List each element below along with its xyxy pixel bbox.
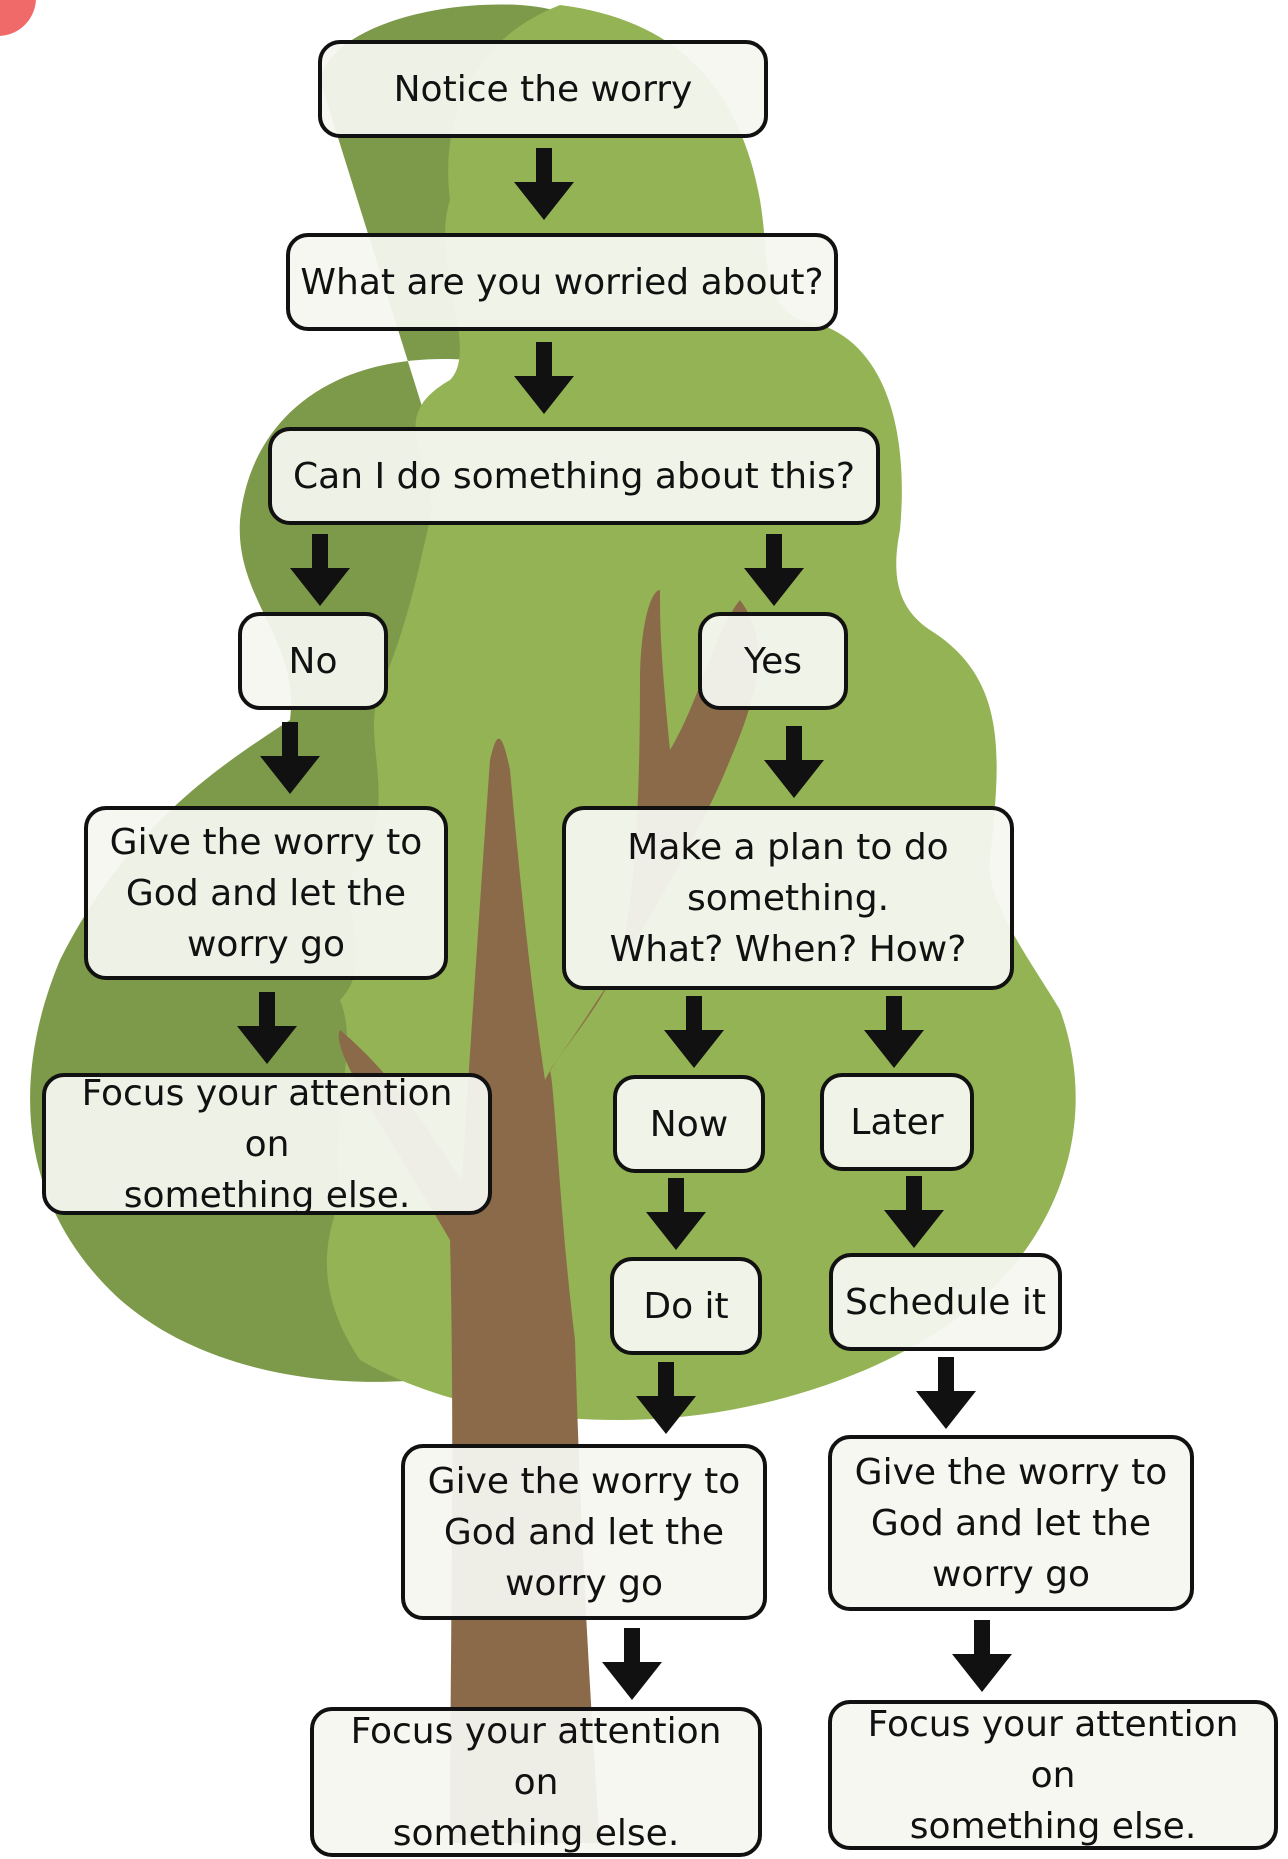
focus-attention-right-node: Focus your attention on something else. [828, 1700, 1278, 1850]
give-worry-to-god-right-node: Give the worry to God and let the worry … [828, 1435, 1194, 1611]
no-node: No [238, 612, 388, 710]
focus-attention-middle-node: Focus your attention on something else. [310, 1707, 762, 1857]
down-arrow-icon [646, 1178, 706, 1250]
down-arrow-icon [916, 1357, 976, 1429]
down-arrow-icon [744, 534, 804, 606]
later-node: Later [820, 1073, 974, 1171]
down-arrow-icon [884, 1176, 944, 1248]
down-arrow-icon [636, 1362, 696, 1434]
make-a-plan-node: Make a plan to do something. What? When?… [562, 806, 1014, 990]
down-arrow-icon [664, 996, 724, 1068]
yes-node: Yes [698, 612, 848, 710]
down-arrow-icon [864, 996, 924, 1068]
down-arrow-icon [514, 148, 574, 220]
down-arrow-icon [764, 726, 824, 798]
down-arrow-icon [290, 534, 350, 606]
down-arrow-icon [514, 342, 574, 414]
give-worry-to-god-middle-node: Give the worry to God and let the worry … [401, 1444, 767, 1620]
focus-attention-left-node: Focus your attention on something else. [42, 1073, 492, 1216]
notice-the-worry-node: Notice the worry [318, 40, 768, 138]
give-worry-to-god-left-node: Give the worry to God and let the worry … [84, 806, 448, 980]
what-are-you-worried-node: What are you worried about? [286, 233, 838, 331]
down-arrow-icon [952, 1620, 1012, 1692]
can-i-do-something-node: Can I do something about this? [268, 427, 880, 525]
down-arrow-icon [602, 1628, 662, 1700]
do-it-node: Do it [610, 1257, 762, 1355]
down-arrow-icon [237, 992, 297, 1064]
now-node: Now [613, 1075, 765, 1173]
down-arrow-icon [260, 722, 320, 794]
schedule-it-node: Schedule it [829, 1253, 1062, 1351]
